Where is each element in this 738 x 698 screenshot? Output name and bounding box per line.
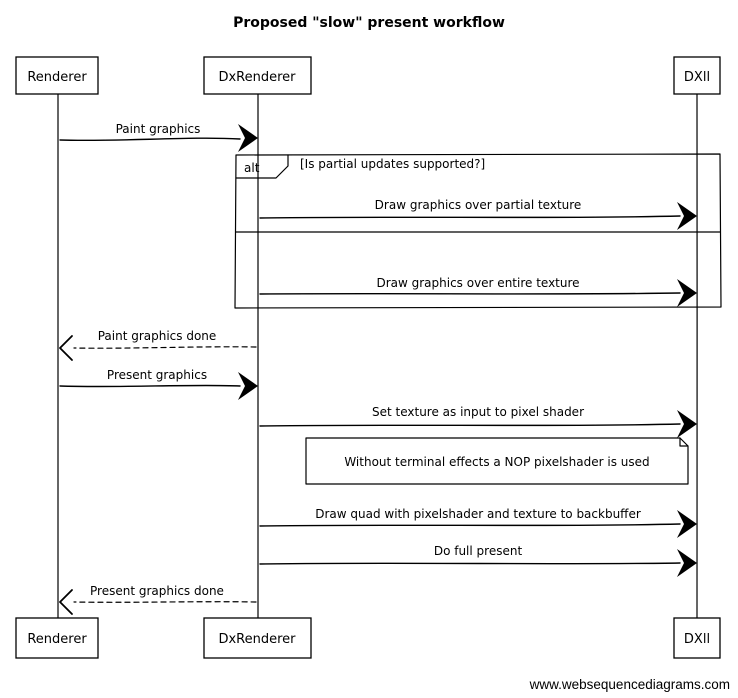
message-present-graphics: Present graphics bbox=[59, 368, 258, 400]
alt-fragment: alt [Is partial updates supported?] bbox=[234, 153, 722, 309]
participant-label: DXll bbox=[684, 70, 710, 85]
message-label: Draw graphics over partial texture bbox=[375, 198, 582, 212]
note-fold bbox=[679, 437, 689, 447]
arrowhead-solid bbox=[677, 202, 697, 230]
message-line bbox=[259, 292, 681, 295]
message-label: Present graphics bbox=[107, 368, 207, 382]
participant-label: Renderer bbox=[27, 70, 87, 85]
participant-label: DXll bbox=[684, 632, 710, 647]
participant-dx11-top: DXll bbox=[673, 56, 721, 95]
participant-label: Renderer bbox=[27, 632, 87, 647]
arrowhead-solid bbox=[238, 372, 258, 400]
message-line bbox=[259, 215, 681, 219]
message-full-present: Do full present bbox=[259, 544, 697, 577]
message-label: Paint graphics done bbox=[98, 329, 217, 343]
participant-dxrenderer-bottom: DxRenderer bbox=[203, 617, 312, 659]
message-label: Do full present bbox=[434, 544, 523, 558]
message-line-dashed bbox=[73, 601, 257, 603]
alt-keyword-tab bbox=[235, 154, 289, 179]
message-label: Set texture as input to pixel shader bbox=[372, 405, 584, 419]
arrowhead-solid bbox=[677, 549, 697, 577]
diagram-title: Proposed "slow" present workflow bbox=[233, 15, 505, 31]
arrowhead-solid bbox=[677, 279, 697, 307]
alt-condition: [Is partial updates supported?] bbox=[300, 157, 485, 171]
lifeline-dx11 bbox=[696, 93, 698, 619]
arrowhead-solid bbox=[677, 410, 697, 438]
participant-label: DxRenderer bbox=[218, 632, 296, 647]
participant-dxrenderer-top: DxRenderer bbox=[203, 56, 312, 95]
participant-dx11-bottom: DXll bbox=[673, 617, 721, 659]
participant-renderer-top: Renderer bbox=[15, 56, 99, 95]
arrowhead-open bbox=[59, 335, 73, 361]
participant-label: DxRenderer bbox=[218, 70, 296, 85]
arrowhead-solid bbox=[238, 124, 258, 152]
arrowhead-open bbox=[59, 589, 73, 615]
alt-divider bbox=[235, 231, 721, 233]
message-draw-quad: Draw quad with pixelshader and texture t… bbox=[259, 507, 697, 538]
message-label: Draw graphics over entire texture bbox=[376, 276, 579, 290]
note-text: Without terminal effects a NOP pixelshad… bbox=[344, 455, 649, 469]
message-line-dashed bbox=[73, 346, 257, 349]
note-nop-pixelshader: Without terminal effects a NOP pixelshad… bbox=[305, 437, 689, 485]
message-label: Present graphics done bbox=[90, 584, 224, 598]
message-paint-graphics: Paint graphics bbox=[59, 122, 258, 152]
message-line bbox=[59, 137, 241, 142]
participant-renderer-bottom: Renderer bbox=[15, 617, 99, 659]
message-label: Draw quad with pixelshader and texture t… bbox=[315, 507, 641, 521]
message-line bbox=[59, 384, 241, 388]
alt-keyword: alt bbox=[244, 161, 260, 175]
message-paint-graphics-done: Paint graphics done bbox=[59, 329, 257, 361]
message-label: Paint graphics bbox=[116, 122, 201, 136]
message-draw-entire: Draw graphics over entire texture bbox=[259, 276, 697, 307]
message-line bbox=[259, 423, 681, 427]
message-draw-partial: Draw graphics over partial texture bbox=[259, 198, 697, 230]
message-line bbox=[259, 523, 681, 527]
watermark-text[interactable]: www.websequencediagrams.com bbox=[529, 677, 730, 692]
lifeline-dxrenderer bbox=[257, 93, 259, 619]
arrowhead-solid bbox=[677, 510, 697, 538]
message-set-texture: Set texture as input to pixel shader bbox=[259, 405, 697, 438]
message-line bbox=[259, 562, 681, 565]
message-present-graphics-done: Present graphics done bbox=[59, 584, 257, 615]
lifeline-renderer bbox=[57, 93, 59, 619]
